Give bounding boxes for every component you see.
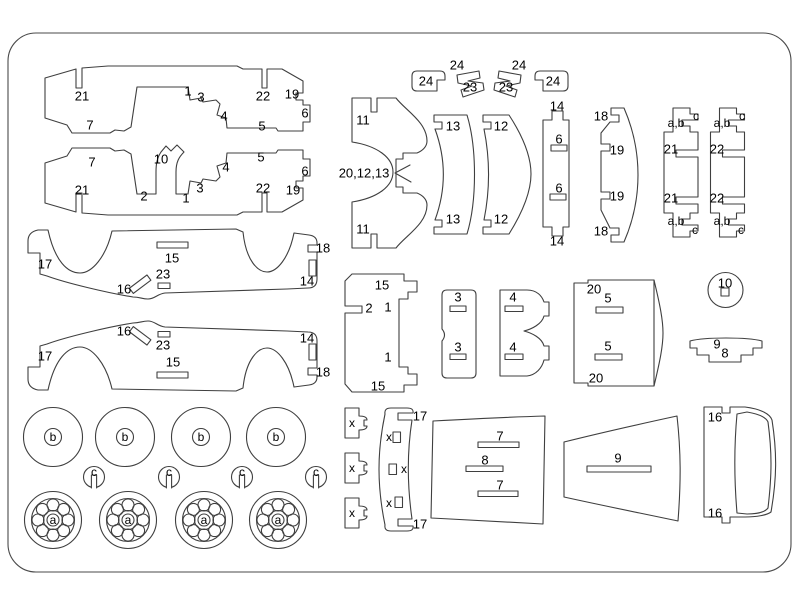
sheet-border — [7, 32, 792, 573]
wheel-a-outline — [98, 490, 158, 550]
clip-23-left-outline — [456, 70, 485, 98]
clip-x-outline — [344, 452, 368, 484]
disc-10-outline — [707, 271, 744, 309]
wheel-a-outline — [248, 490, 308, 550]
body-side-top-outline — [44, 65, 311, 134]
arc-strip-12-outline — [482, 114, 532, 235]
wheel-b-outline — [245, 406, 307, 468]
tab-24-left-outline — [411, 70, 446, 92]
wheel-a-outline — [174, 490, 234, 550]
bracket-15-outline — [344, 273, 418, 393]
chassis-side-right-outline — [27, 320, 318, 392]
wheel-b-outline — [22, 406, 84, 468]
plate-3-outline — [441, 289, 477, 379]
arc-strip-13-outline — [433, 114, 476, 235]
tab-24-right-outline — [534, 70, 569, 92]
strip-17-outline — [378, 407, 414, 532]
body-side-bottom-outline — [44, 144, 311, 216]
hub-c-outline — [304, 465, 328, 489]
window-frame-16-outline — [703, 406, 777, 524]
lens-18-19-outline — [600, 107, 639, 243]
bulkhead-chevron-mark — [394, 164, 412, 183]
wheel-b-outline — [94, 406, 156, 468]
clip-x-outline — [344, 407, 368, 439]
clip-x-outline — [344, 497, 368, 529]
hub-c-outline — [230, 465, 254, 489]
post-22-outline — [709, 107, 746, 238]
strip-14-6-outline — [542, 110, 570, 237]
wheel-a-outline — [23, 490, 83, 550]
panel-20-5-outline — [573, 279, 664, 387]
clip-23-right-outline — [493, 70, 522, 98]
bracket-9-8-outline — [689, 337, 763, 363]
panel-9-outline — [563, 415, 681, 522]
hub-c-outline — [157, 465, 181, 489]
panel-7-8-7-outline — [430, 415, 546, 525]
chassis-side-left-outline — [27, 228, 318, 300]
hub-c-outline — [82, 465, 106, 489]
post-21-outline — [663, 107, 699, 238]
wheel-b-outline — [170, 406, 232, 468]
plate-4-outline — [499, 289, 550, 377]
bulkhead-20-12-13-outline — [351, 97, 428, 249]
